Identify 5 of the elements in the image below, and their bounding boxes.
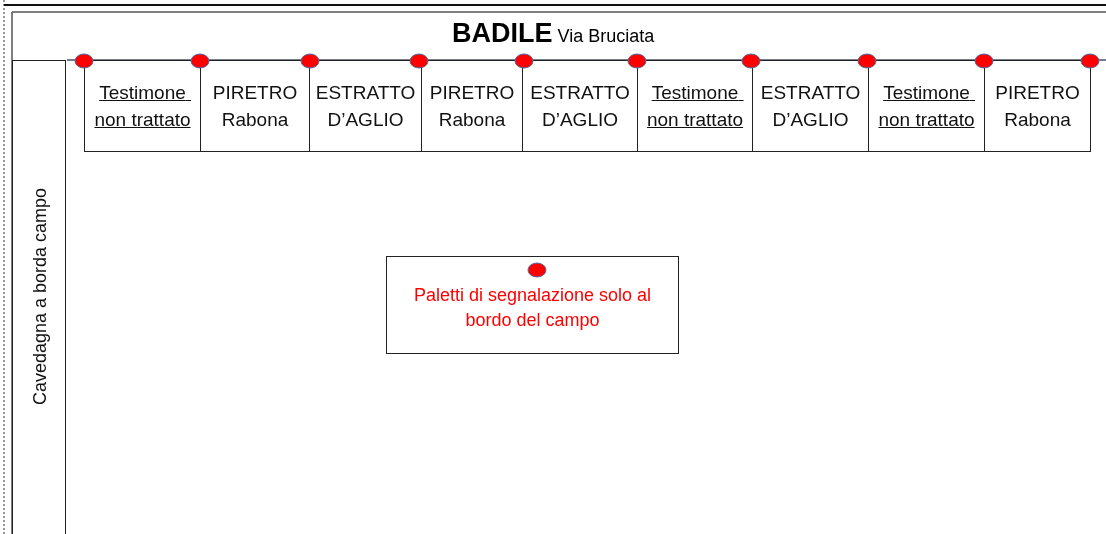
legend-text: Paletti di segnalazione solo al bordo del campo xyxy=(412,284,653,332)
strip-label: Cavedagna a borda campo xyxy=(29,186,51,408)
field-path-strip xyxy=(12,60,66,534)
title: BADILE Via Bruciata xyxy=(452,18,655,49)
plot-box: PIRETRO Rabona xyxy=(984,60,1091,152)
